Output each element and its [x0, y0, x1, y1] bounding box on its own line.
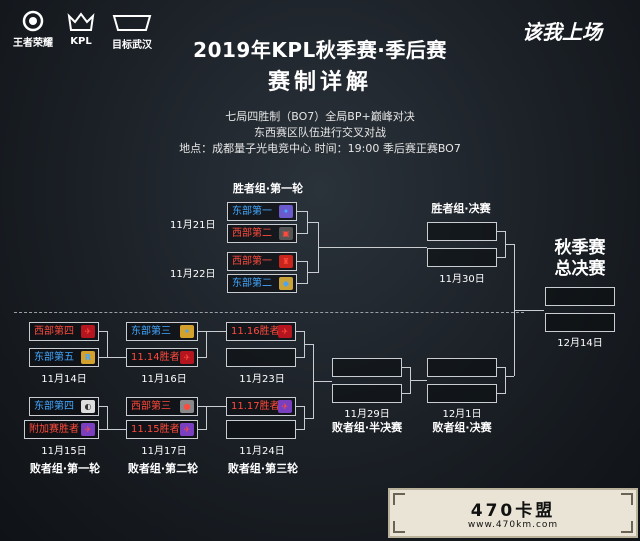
wuhan-logo-text: 目标武汉 [112, 40, 152, 51]
team-name: 西部第一 [232, 256, 272, 267]
team-name: 11.17胜者 [231, 401, 280, 412]
winners-final-header: 胜者组·决赛 [431, 202, 491, 215]
team-slot: 东部第一 ✦ [227, 202, 297, 221]
team-logo-icon: ◆ [279, 277, 293, 290]
team-slot: 西部第三 ● [126, 397, 198, 416]
team-logo-icon: R [81, 351, 95, 364]
team-name: 东部第一 [232, 206, 272, 217]
losers-r1-match2-date: 11月15日 [41, 446, 87, 457]
info-line-3: 地点：成都量子光电竞中心 时间：19:00 季后赛正赛BO7 [179, 142, 461, 155]
kpl-logo-text: KPL [70, 36, 92, 47]
team-slot [332, 384, 402, 403]
team-slot: 东部第三 ✶ [126, 322, 198, 341]
team-slot: 11.14胜者 ✈ [126, 348, 198, 367]
team-slot: 西部第一 ♜ [227, 252, 297, 271]
section-divider [14, 312, 524, 313]
kpl-logo: KPL [62, 12, 100, 47]
team-slot: 附加赛胜者 ✈ [24, 420, 99, 439]
losers-semi-date: 11月29日 [344, 409, 390, 420]
losers-r2-footer: 败者组·第二轮 [127, 462, 199, 475]
team-logo-icon: ✦ [279, 205, 293, 218]
team-name: 东部第三 [131, 326, 171, 337]
wangzhe-emblem-icon [22, 10, 44, 32]
kpl-crown-icon [67, 12, 95, 31]
slogan: 该我上场 [522, 20, 602, 44]
team-slot: 东部第四 ◐ [29, 397, 99, 416]
wuhan-shield-icon [112, 15, 152, 31]
page-title: 2019年KPL秋季赛·季后赛 [193, 38, 447, 62]
page-subtitle: 赛制详解 [267, 70, 372, 95]
info-line-2: 东西赛区队伍进行交叉对战 [254, 126, 386, 139]
winners-final-date: 11月30日 [439, 274, 485, 285]
team-logo-icon: ✈ [278, 400, 292, 413]
team-logo-icon: ✈ [81, 325, 95, 338]
wangzhe-logo: 王者荣耀 [10, 10, 56, 49]
winners-round1-match1-date: 11月21日 [170, 220, 216, 231]
grand-final-title: 秋季赛 总决赛 [542, 238, 618, 280]
losers-final-footer: 败者组·决赛 [432, 421, 492, 434]
losers-r2-match2-date: 11月17日 [141, 446, 187, 457]
team-slot: 东部第二 ◆ [227, 274, 297, 293]
grand-final-title-line2: 总决赛 [554, 259, 606, 279]
team-slot [427, 222, 497, 241]
team-slot: 11.16胜者 ✈ [226, 322, 296, 341]
team-slot: 东部第五 R [29, 348, 99, 367]
team-slot: 西部第四 ✈ [29, 322, 99, 341]
team-slot [545, 313, 615, 332]
team-name: 附加赛胜者 [29, 424, 79, 435]
team-name: 11.14胜者 [131, 352, 180, 363]
team-logo-icon: ✈ [180, 423, 194, 436]
team-name: 11.15胜者 [131, 424, 180, 435]
team-slot [427, 248, 497, 267]
losers-r2-match1-date: 11月16日 [141, 374, 187, 385]
watermark-title: 470卡盟 [470, 501, 556, 521]
team-slot [226, 348, 296, 367]
winners-round1-header: 胜者组·第一轮 [232, 182, 304, 195]
team-logo-icon: ✈ [180, 351, 194, 364]
team-slot: 11.17胜者 ✈ [226, 397, 296, 416]
losers-r3-match2-date: 11月24日 [239, 446, 285, 457]
team-name: 西部第四 [34, 326, 74, 337]
team-logo-icon: ✈ [278, 325, 292, 338]
losers-r3-footer: 败者组·第三轮 [227, 462, 299, 475]
team-slot [226, 420, 296, 439]
team-name: 西部第二 [232, 228, 272, 239]
team-logo-icon: ✈ [81, 423, 95, 436]
wangzhe-logo-text: 王者荣耀 [13, 38, 53, 49]
losers-r1-match1-date: 11月14日 [41, 374, 87, 385]
wuhan-logo: 目标武汉 [106, 14, 158, 51]
team-slot [545, 287, 615, 306]
info-line-1: 七局四胜制（BO7）全局BP+巅峰对决 [225, 110, 415, 123]
watermark: 470卡盟 www.470km.com [388, 488, 638, 538]
team-logo-icon: ● [180, 400, 194, 413]
team-slot [332, 358, 402, 377]
grand-final-title-line1: 秋季赛 [554, 238, 606, 258]
team-name: 东部第五 [34, 352, 74, 363]
losers-final-date: 12月1日 [442, 409, 482, 420]
grand-final-date: 12月14日 [557, 338, 603, 349]
losers-r1-footer: 败者组·第一轮 [29, 462, 101, 475]
team-slot [427, 358, 497, 377]
watermark-url: www.470km.com [467, 520, 559, 530]
team-name: 11.16胜者 [231, 326, 280, 337]
team-slot: 西部第二 ▣ [227, 224, 297, 243]
team-logo-icon: ▣ [279, 227, 293, 240]
team-logo-icon: ♜ [279, 255, 293, 268]
winners-round1-match2-date: 11月22日 [170, 269, 216, 280]
team-name: 东部第二 [232, 278, 272, 289]
team-name: 东部第四 [34, 401, 74, 412]
team-logo-icon: ✶ [180, 325, 194, 338]
team-logo-icon: ◐ [81, 400, 95, 413]
team-slot: 11.15胜者 ✈ [126, 420, 198, 439]
losers-r3-match1-date: 11月23日 [239, 374, 285, 385]
losers-semi-footer: 败者组·半决赛 [331, 421, 403, 434]
team-name: 西部第三 [131, 401, 171, 412]
team-slot [427, 384, 497, 403]
